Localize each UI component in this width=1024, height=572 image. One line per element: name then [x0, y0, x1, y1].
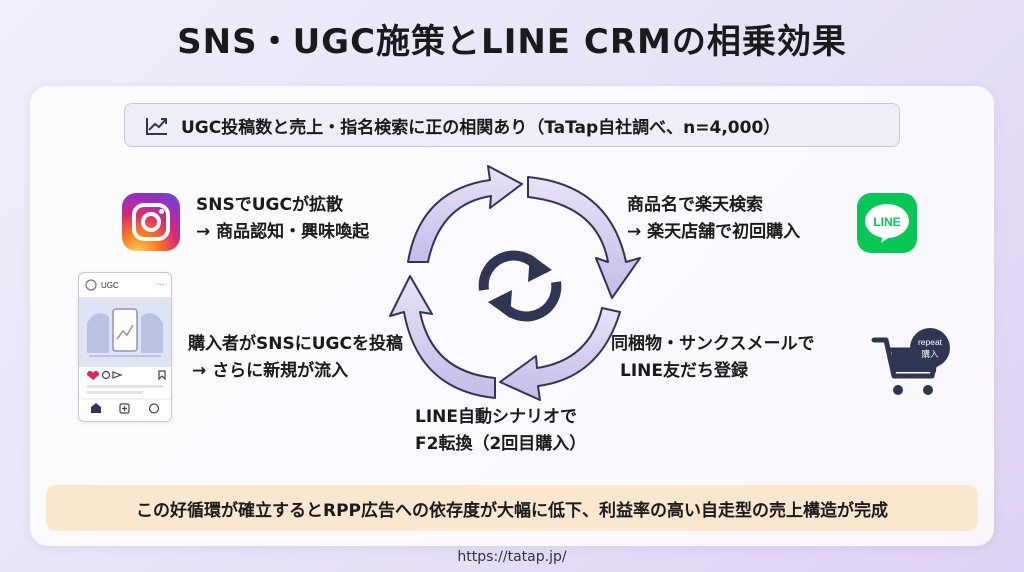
line-icon-label: LINE: [873, 215, 900, 229]
conclusion-bar: この好循環が確立するとRPP広告への依存度が大幅に低下、利益率の高い自走型の売上…: [46, 485, 978, 531]
step-post-line1: 購入者がSNSにUGCを投稿: [188, 334, 403, 354]
step-search-line2: → 楽天店舗で初回購入: [627, 222, 801, 242]
profile-icon: [148, 403, 160, 414]
comment-icon: [101, 370, 111, 380]
step-line-register-line2: LINE友だち登録: [620, 361, 748, 381]
repeat-badge: [910, 328, 950, 368]
home-icon: [91, 403, 101, 413]
share-icon: [112, 371, 123, 379]
avatar: [85, 279, 97, 291]
step-rakuten-search: 商品名で楽天検索 → 楽天店舗で初回購入: [627, 192, 800, 246]
step-line-register: 同梱物・サンクスメールで LINE友だち登録: [611, 331, 815, 385]
step-sns-spread: SNSでUGCが拡散 → 商品認知・興味喚起: [196, 192, 369, 246]
source-url: https://tatap.jp/: [457, 549, 567, 565]
add-post-icon: [119, 403, 130, 414]
cycle-arrow-bottom-right: [499, 307, 621, 401]
trending-up-icon: [146, 118, 167, 135]
step-search-line1: 商品名で楽天検索: [627, 195, 763, 215]
heart-icon: [87, 371, 99, 380]
step-scenario-line1: LINE自動シナリオで: [415, 407, 577, 427]
instagram-icon: [122, 193, 180, 251]
page-title: SNS・UGC施策とLINE CRMの相乗効果: [177, 22, 847, 62]
step-scenario-line2: F2転換（2回目購入）: [415, 434, 587, 454]
step-ugc-post: 購入者がSNSにUGCを投稿 → さらに新規が流入: [188, 331, 403, 385]
repeat-badge-line2: 購入: [921, 349, 939, 360]
banner-text: UGC投稿数と売上・指名検索に正の相関あり（TaTap自社調べ、n=4,000）: [181, 117, 781, 138]
cycle-arrow-bottom-left: [389, 275, 496, 399]
cycle-arrow-top-left: [407, 165, 523, 263]
bookmark-icon: [158, 370, 166, 381]
step-sns-line2: → 商品認知・興味喚起: [196, 222, 370, 242]
line-app-icon: LINE: [857, 193, 917, 253]
step-line-scenario: LINE自動シナリオで F2転換（2回目購入）: [415, 404, 586, 458]
conclusion-text: この好循環が確立するとRPP広告への依存度が大幅に低下、利益率の高い自走型の売上…: [135, 500, 888, 521]
cycle-arrow-top-right: [527, 176, 641, 299]
correlation-banner: UGC投稿数と売上・指名検索に正の相関あり（TaTap自社調べ、n=4,000）: [124, 103, 900, 147]
shopping-cart-icon: repeat 購入: [871, 328, 950, 395]
step-sns-line1: SNSでUGCが拡散: [196, 195, 343, 215]
refresh-cycle-icon: [478, 250, 562, 322]
post-username: UGC: [101, 281, 119, 290]
step-line-register-line1: 同梱物・サンクスメールで: [611, 334, 815, 354]
svg-text:···: ···: [157, 280, 165, 289]
social-post-mockup: UGC ···: [78, 272, 172, 422]
step-post-line2: → さらに新規が流入: [192, 361, 349, 381]
repeat-badge-line1: repeat: [918, 337, 943, 347]
